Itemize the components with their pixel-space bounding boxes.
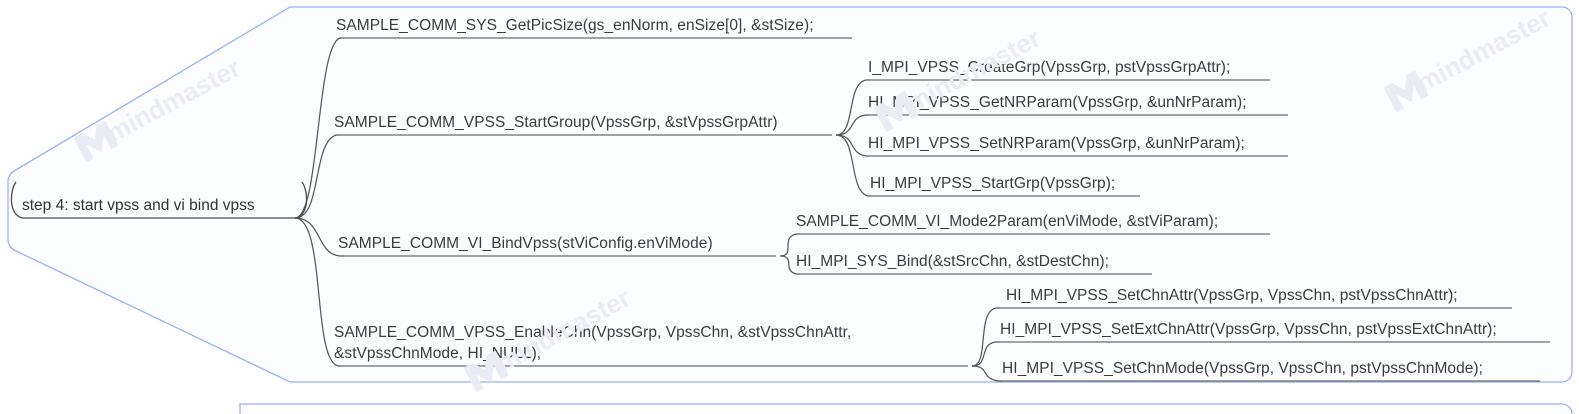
child-node-vpss-creategrp[interactable]: I_MPI_VPSS_CreateGrp(VpssGrp, pstVpssGrp… (868, 59, 1231, 76)
child-node-vi-mode2param[interactable]: SAMPLE_COMM_VI_Mode2Param(enViMode, &stV… (796, 213, 1219, 230)
child-node-vpss-setchnmode[interactable]: HI_MPI_VPSS_SetChnMode(VpssGrp, VpssChn,… (1002, 360, 1483, 377)
child-node-sys-bind[interactable]: HI_MPI_SYS_Bind(&stSrcChn, &stDestChn); (796, 253, 1109, 270)
child-node-vpss-setchnattr[interactable]: HI_MPI_VPSS_SetChnAttr(VpssGrp, VpssChn,… (1006, 287, 1458, 304)
root-node-step-4[interactable]: step 4: start vpss and vi bind vpss (22, 197, 255, 214)
branch-node-sys-getpicsize[interactable]: SAMPLE_COMM_SYS_GetPicSize(gs_enNorm, en… (336, 17, 814, 34)
child-node-vpss-setextchnattr[interactable]: HI_MPI_VPSS_SetExtChnAttr(VpssGrp, VpssC… (1000, 321, 1497, 338)
branch-node-vpss-enablechn[interactable]: SAMPLE_COMM_VPSS_EnableChn(VpssGrp, Vpss… (334, 324, 852, 362)
child-node-vpss-getnrparam[interactable]: HI_MPI_VPSS_GetNRParam(VpssGrp, &unNrPar… (868, 94, 1247, 111)
branch-node-vpss-startgroup[interactable]: SAMPLE_COMM_VPSS_StartGroup(VpssGrp, &st… (334, 114, 778, 131)
branch-node-vi-bindvpss[interactable]: SAMPLE_COMM_VI_BindVpss(stViConfig.enViM… (338, 235, 713, 252)
child-node-vpss-startgrp[interactable]: HI_MPI_VPSS_StartGrp(VpssGrp); (870, 175, 1116, 192)
child-node-vpss-setnrparam[interactable]: HI_MPI_VPSS_SetNRParam(VpssGrp, &unNrPar… (868, 135, 1245, 152)
